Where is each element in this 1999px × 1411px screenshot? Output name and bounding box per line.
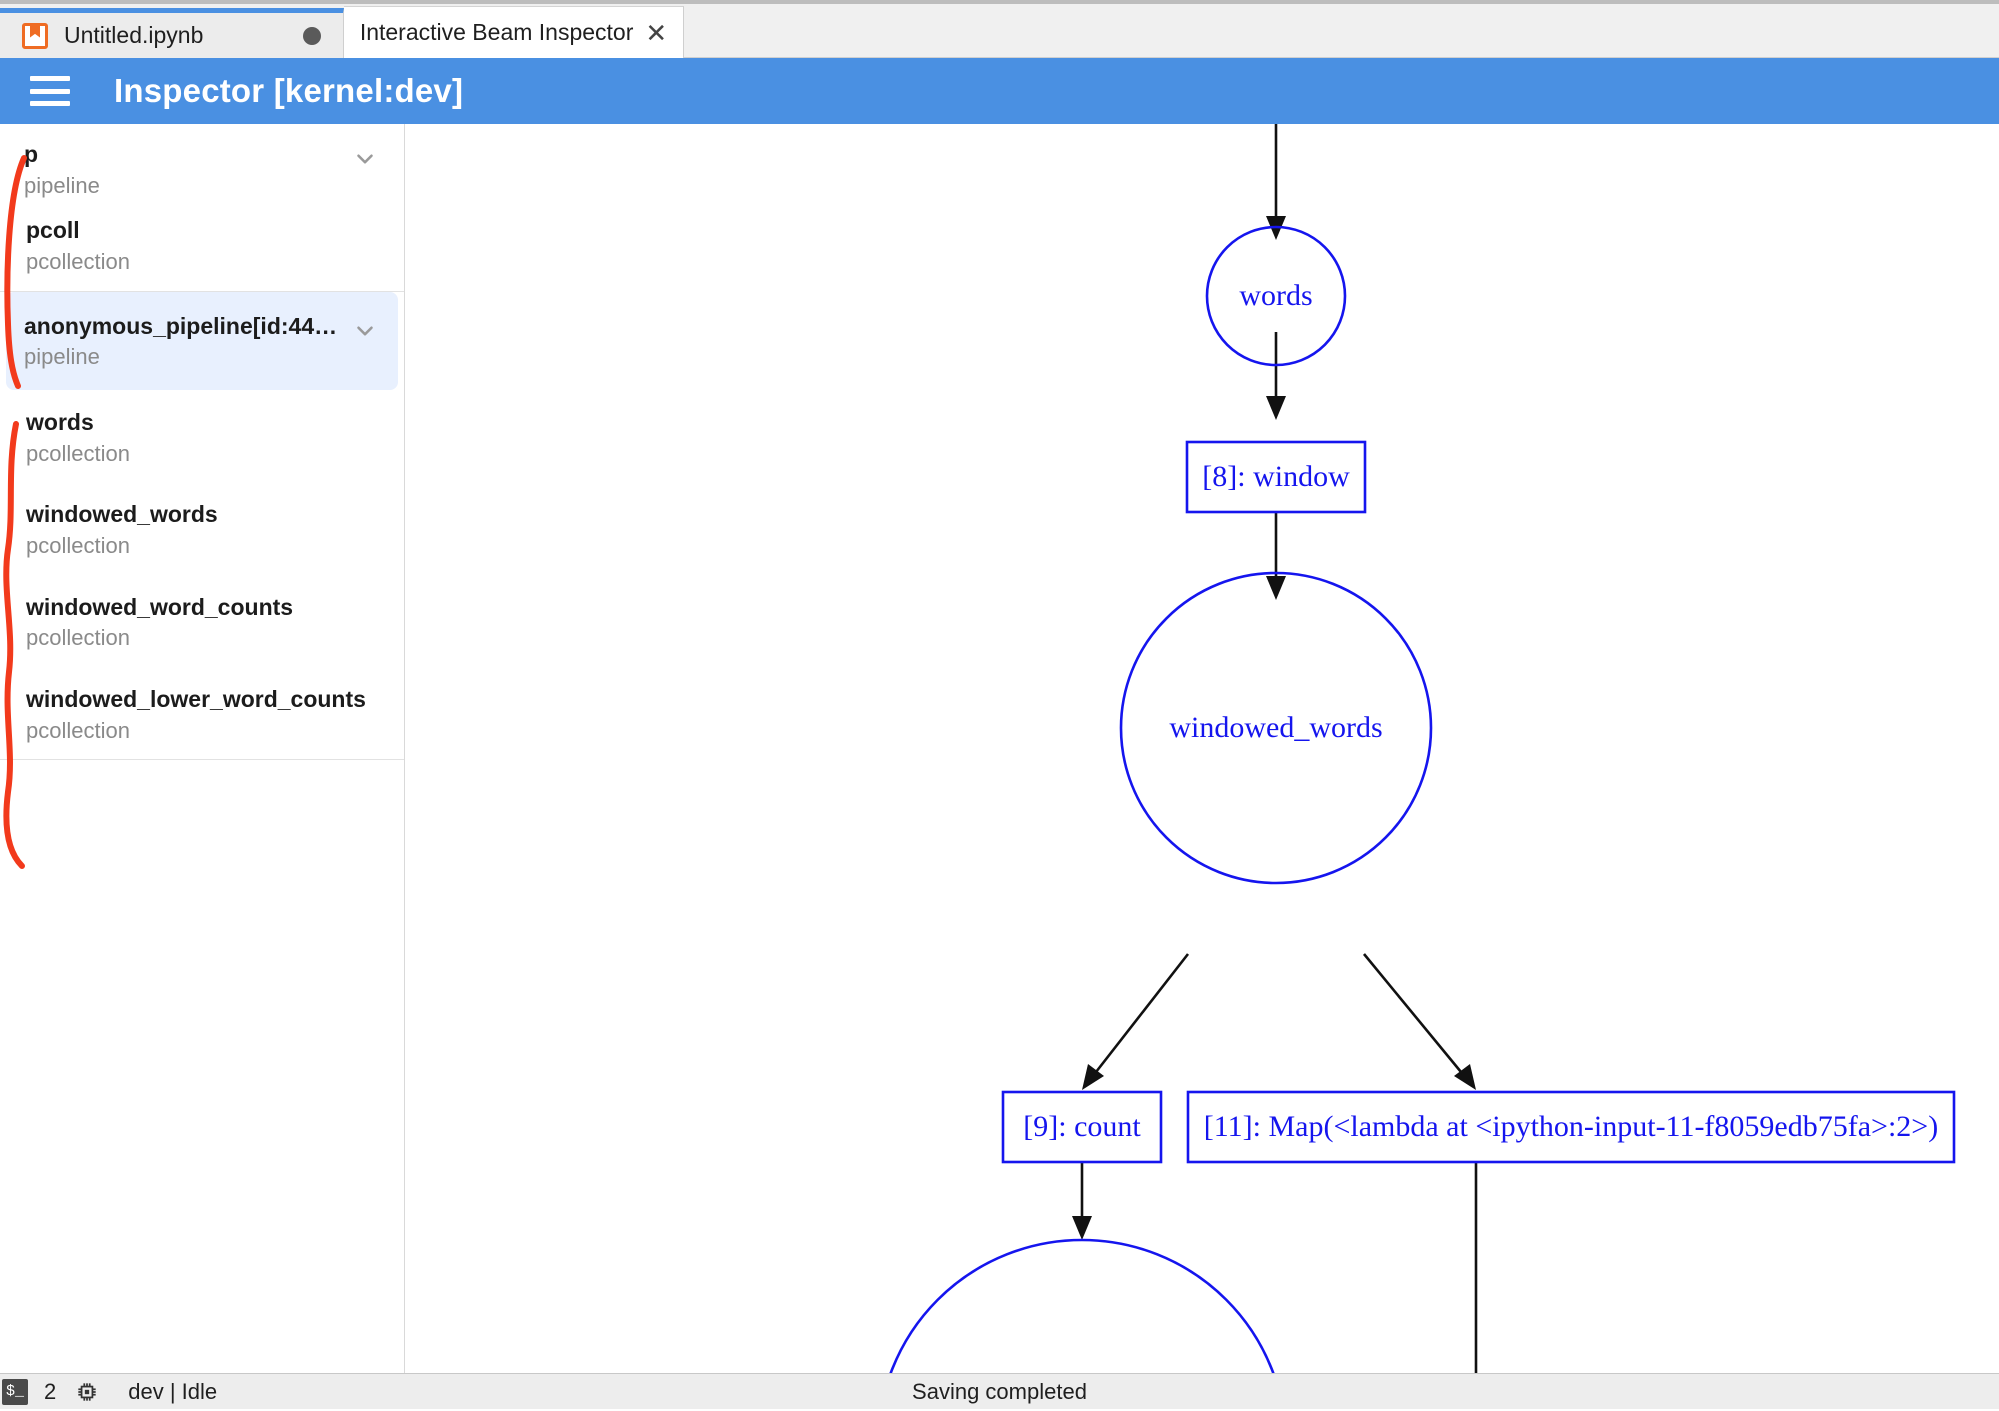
inspector-header: Inspector [kernel:dev] — [0, 58, 1999, 124]
graph-node-label: words — [1239, 279, 1312, 312]
page-title: Inspector [kernel:dev] — [114, 72, 464, 109]
graph-node-label: [9]: count — [1023, 1110, 1141, 1143]
edge-root-to-words — [1266, 124, 1286, 240]
sidebar-item-name: words — [26, 409, 94, 436]
notebook-icon — [22, 22, 48, 49]
sidebar-item-name: windowed_lower_word_counts — [26, 686, 366, 713]
sidebar-item-name: anonymous_pipeline[id:44516…] — [24, 312, 342, 339]
cpu-chip-icon[interactable] — [74, 1379, 100, 1405]
graph-node-count[interactable]: [9]: count — [1001, 1090, 1163, 1164]
sidebar-group-p: p pipeline pcoll pcollection — [0, 124, 404, 292]
sidebar-item-name: pcoll — [26, 217, 80, 244]
edge-map-to-lower-counts — [1474, 1162, 1478, 1373]
sidebar-item-name: windowed_words — [26, 501, 218, 528]
sidebar-item-type: pipeline — [24, 172, 100, 198]
tab-label: Untitled.ipynb — [64, 22, 204, 48]
pipeline-graph: words [8]: window windowed_words [9]: co… — [878, 124, 1956, 1373]
body-area: p pipeline pcoll pcollection anonymous_p… — [0, 124, 1999, 1373]
sidebar-item-type: pcollection — [26, 440, 130, 466]
edge-windowed-words-to-map — [1362, 953, 1476, 1090]
sidebar-item-windowed-lower-word-counts[interactable]: windowed_lower_word_counts pcollection — [0, 667, 404, 759]
sidebar-item-type: pcollection — [26, 533, 130, 559]
terminal-icon[interactable]: $_ — [2, 1378, 28, 1405]
chevron-down-icon[interactable] — [352, 146, 378, 172]
sidebar-group-anonymous-pipeline: anonymous_pipeline[id:44516…] pipeline w… — [0, 291, 404, 761]
sidebar-item-name: windowed_word_counts — [26, 593, 294, 620]
edge-count-to-windowed-word-counts — [1072, 1162, 1092, 1240]
graph-node-window[interactable]: [8]: window — [1185, 440, 1367, 514]
unsaved-dot-icon[interactable] — [303, 26, 321, 45]
sidebar-item-anonymous-pipeline[interactable]: anonymous_pipeline[id:44516…] pipeline — [6, 291, 398, 391]
graph-node-label: [8]: window — [1202, 460, 1350, 493]
close-icon[interactable]: ✕ — [645, 17, 668, 48]
sidebar-item-type: pcollection — [26, 249, 130, 275]
sidebar-item-type: pipeline — [24, 344, 100, 370]
status-bar: $_ 2 dev | Idle Saving completed — [0, 1373, 1999, 1409]
sidebar-item-p[interactable]: p pipeline — [0, 124, 404, 210]
edge-words-to-window — [1266, 332, 1286, 420]
graph-node-label: windowed_words — [1169, 711, 1382, 744]
graph-node-words[interactable]: words — [1205, 225, 1347, 367]
graph-node-windowed-word-counts[interactable]: windowed_word_counts — [878, 1238, 1286, 1373]
tab-untitled-ipynb[interactable]: Untitled.ipynb — [0, 8, 344, 58]
hamburger-icon[interactable] — [30, 76, 70, 106]
pipeline-graph-canvas[interactable]: words [8]: window windowed_words [9]: co… — [406, 124, 1999, 1373]
sidebar-item-name: p — [24, 141, 39, 167]
tab-bar: Untitled.ipynb Interactive Beam Inspecto… — [0, 0, 1999, 58]
sidebar-item-windowed-words[interactable]: windowed_words pcollection — [0, 482, 404, 574]
sidebar-item-words[interactable]: words pcollection — [0, 390, 404, 482]
graph-node-windowed-words[interactable]: windowed_words — [1119, 571, 1433, 885]
tab-interactive-beam-inspector[interactable]: Interactive Beam Inspector ✕ — [344, 6, 684, 58]
graph-node-label: [11]: Map(<lambda at <ipython-input-11-f… — [1204, 1110, 1938, 1143]
sidebar-item-pcoll[interactable]: pcoll pcollection — [0, 210, 404, 290]
terminal-count: 2 — [44, 1378, 57, 1404]
inspectables-sidebar: p pipeline pcoll pcollection anonymous_p… — [0, 124, 405, 1373]
tab-bar-filler — [684, 8, 1999, 58]
graph-node-map[interactable]: [11]: Map(<lambda at <ipython-input-11-f… — [1186, 1090, 1956, 1164]
kernel-status[interactable]: dev | Idle — [128, 1378, 218, 1404]
sidebar-item-type: pcollection — [26, 625, 130, 651]
edge-window-to-windowed-words — [1266, 512, 1286, 600]
sidebar-item-windowed-word-counts[interactable]: windowed_word_counts pcollection — [0, 575, 404, 667]
save-status-message: Saving completed — [912, 1378, 1087, 1404]
edge-windowed-words-to-count — [1082, 953, 1190, 1090]
sidebar-item-type: pcollection — [26, 717, 130, 743]
chevron-down-icon[interactable] — [352, 318, 378, 344]
tab-label: Interactive Beam Inspector — [359, 19, 634, 45]
